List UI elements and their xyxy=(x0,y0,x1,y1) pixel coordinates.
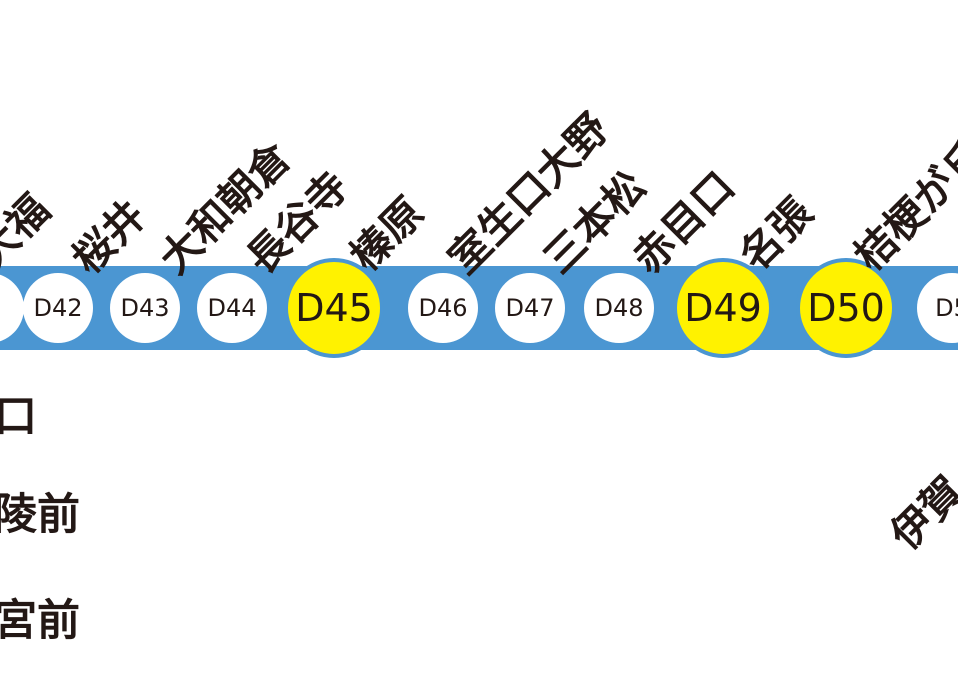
station-badge[interactable]: D42 xyxy=(23,273,93,343)
station-name: 大福 xyxy=(0,185,60,278)
station-badge[interactable]: D47 xyxy=(495,273,565,343)
station-badge[interactable]: D46 xyxy=(408,273,478,343)
branch-label: 口 xyxy=(0,392,37,442)
station-badge[interactable]: D43 xyxy=(110,273,180,343)
branch-station-name: 伊賀 xyxy=(881,467,958,560)
station-badge[interactable]: D48 xyxy=(584,273,654,343)
station-badge-major[interactable]: D49 xyxy=(673,258,773,358)
station-badge-major[interactable]: D50 xyxy=(796,258,896,358)
station-badge[interactable]: D44 xyxy=(197,273,267,343)
station-name: 桔梗が丘 xyxy=(845,130,958,281)
station-badge-major[interactable]: D45 xyxy=(284,258,384,358)
branch-label: 陵前 xyxy=(0,490,80,540)
branch-label: 宮前 xyxy=(0,596,80,646)
